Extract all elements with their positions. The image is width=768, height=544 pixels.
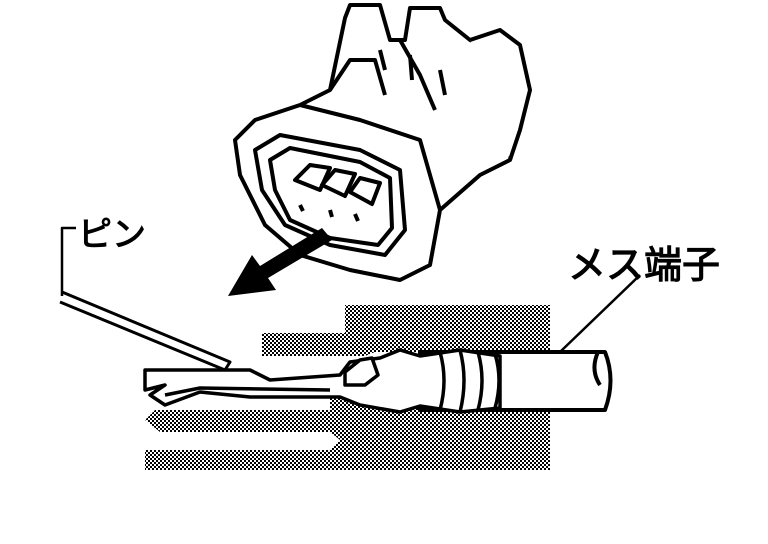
connector-housing [233, 3, 532, 282]
housing-cross-section [145, 305, 550, 470]
female-terminal-label: メス端子 [568, 243, 721, 287]
pin-leader-line [60, 226, 76, 296]
pin-label: ピン [78, 215, 146, 255]
pin-tool [59, 290, 232, 372]
female-terminal [143, 348, 502, 414]
direction-arrow [228, 228, 332, 296]
terminal-leader-line [559, 274, 641, 353]
